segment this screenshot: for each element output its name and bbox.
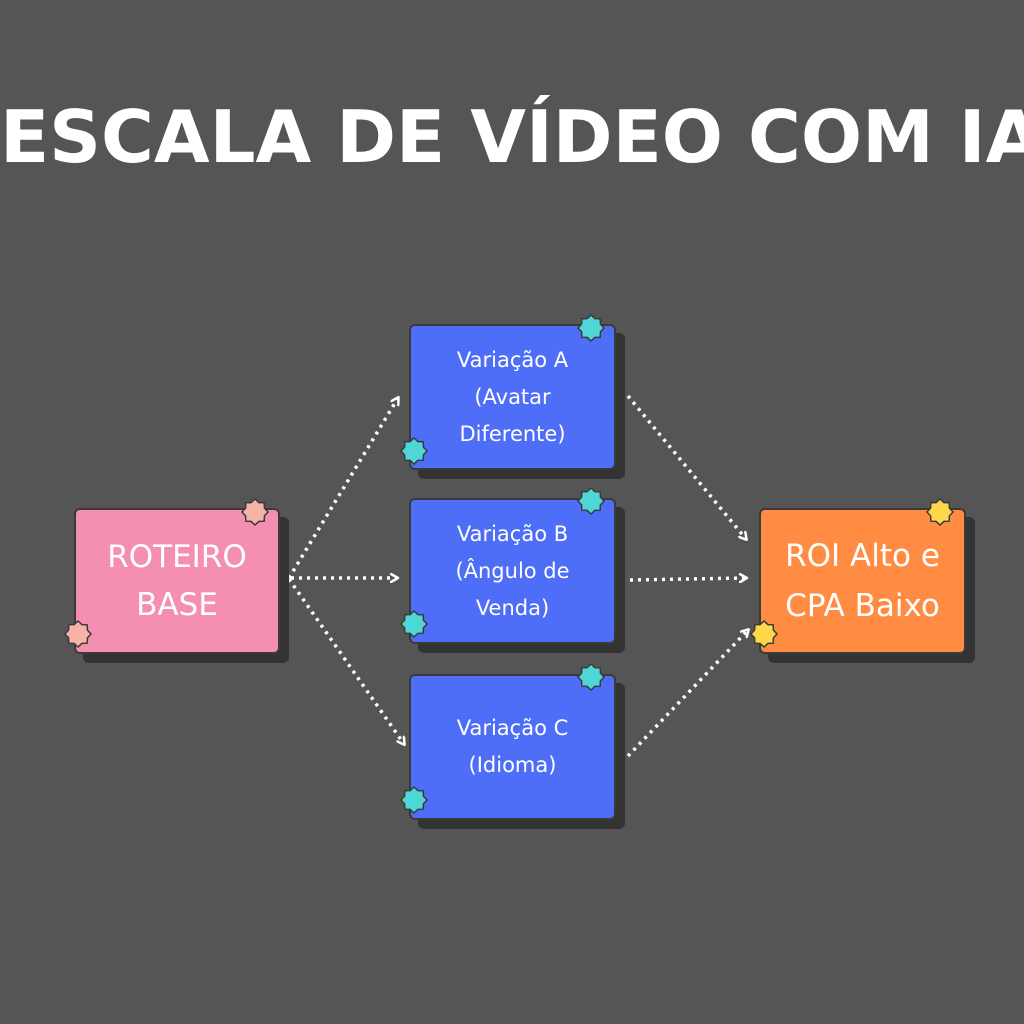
node-variation-c: Variação C (Idioma) — [409, 674, 616, 820]
diagram-title: ESCALA DE VÍDEO COM IA — [0, 95, 1024, 179]
node-variation-b: Variação B (Ângulo de Venda) — [409, 498, 616, 644]
edge-base-to-variation-a — [287, 398, 398, 579]
node-roteiro-base: ROTEIRO BASE — [74, 508, 280, 654]
edge-variation-a-to-result — [626, 394, 746, 539]
node-variation-a: Variação A (Avatar Diferente) — [409, 324, 616, 470]
node-roi-result: ROI Alto e CPA Baixo — [759, 508, 966, 654]
node-roteiro-base-label: ROTEIRO BASE — [107, 539, 247, 623]
edge-base-to-variation-c — [287, 577, 404, 744]
node-variation-a-label: Variação A (Avatar Diferente) — [456, 347, 569, 446]
edge-variation-b-to-result — [629, 578, 746, 580]
edge-variation-c-to-result — [626, 630, 748, 758]
node-variation-b-label: Variação B (Ângulo de Venda) — [455, 521, 570, 620]
node-variation-c-label: Variação C (Idioma) — [456, 716, 569, 777]
node-roi-result-label: ROI Alto e CPA Baixo — [785, 538, 940, 624]
